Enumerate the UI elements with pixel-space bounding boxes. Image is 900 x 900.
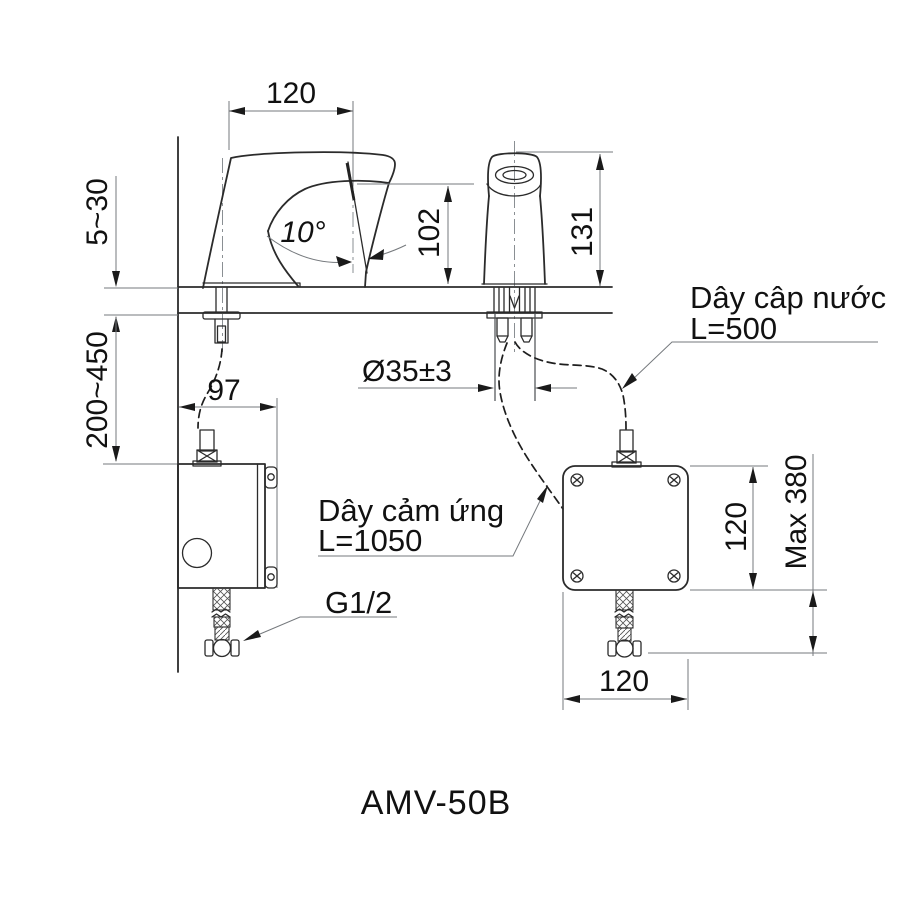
hose-nut-lobe [230,639,240,657]
dim-mount-height: 200~450 [81,318,120,462]
shank [202,287,241,344]
hose-nut [212,638,232,658]
leader-arrow [537,485,548,503]
cables [197,341,627,510]
cap-lower-arc [486,183,542,197]
cable-connector-side [192,429,222,467]
supply-hose-side [204,587,240,658]
supply-hose-front [607,589,642,658]
body-left-edge [483,195,490,285]
dim-text-faucet-height: 131 [566,207,599,257]
hole-boundary-lines [494,313,536,401]
water-supply-label-line2: L=500 [690,311,777,346]
water-supply-hose-dashed [514,341,627,430]
cap-outline [487,152,542,197]
label-sensor-cable: Dây cảm ứng L=1050 [318,485,548,558]
extension-ticks [103,287,178,465]
label-thread-size: G1/2 [243,585,397,641]
faucet-body-outline [202,151,396,289]
leader-arrow [243,630,261,641]
box-side-window [181,537,213,569]
supply-pipes [486,287,543,319]
dim-text-spout-reach: 120 [266,77,316,110]
dim-text-hole-diameter: Ø35±3 [362,355,452,388]
aerator-outer [494,165,535,185]
hose-nut-lobe [204,639,214,657]
mount-tab-top [264,466,278,489]
dim-hole-diameter: Ø35±3 [358,355,577,392]
control-box-front-view [562,429,689,658]
hose-nut-lobe [632,640,642,657]
sensor-cable-front [498,342,564,510]
aerator-inner [502,169,527,181]
dim-max-hose-drop: Max 380 [648,454,827,656]
dim-spout-angle: 10° [266,216,407,267]
mount-hole-bottom [267,573,275,581]
control-box-side-view [177,398,278,658]
dim-text-counter-thickness: 5~30 [81,178,114,246]
sensor-mark [345,162,356,201]
dim-text-box-height: 120 [720,502,753,552]
dim-text-spout-angle: 10° [280,216,325,249]
mount-tab-bottom [264,566,278,589]
mounting-studs [496,317,533,343]
cable-connector-front [611,429,642,468]
label-water-supply: Dây câp nước L=500 [622,280,886,389]
box-screws [570,473,681,583]
leader-arrow [622,373,637,389]
mount-hole-top [267,473,275,481]
dim-counter-thickness: 5~30 [81,176,120,332]
dim-spout-height: 102 [357,183,474,284]
base-plate [202,282,301,288]
thread-size-label: G1/2 [325,585,392,620]
box-side-body [177,463,266,589]
dim-box-height: 120 [690,465,827,591]
model-number: AMV-50B [361,784,512,822]
water-supply-label-line1: Dây câp nước [690,280,886,315]
spout-underside [267,179,390,232]
sensor-cable-side [197,348,223,429]
dim-text-spout-height: 102 [413,208,446,258]
dim-box-width: 120 [562,592,689,710]
hose-nut-lobe [607,640,617,657]
dim-spout-reach: 120 [228,77,353,150]
sensor-cable-label-line2: L=1050 [318,523,422,558]
dim-text-box-width: 120 [599,665,649,698]
faucet-front-view [481,141,548,401]
dim-text-max-hose-drop: Max 380 [780,454,813,569]
body-right-edge [539,195,546,285]
dim-text-mount-height: 200~450 [81,331,114,449]
dim-text-box-depth: 97 [207,374,240,407]
dim-faucet-height: 131 [516,151,613,286]
dim-box-depth: 97 [179,374,276,411]
faucet-side-view [202,101,396,352]
hose-nut [615,639,634,658]
sensor-cable-label-line1: Dây cảm ứng [318,493,504,528]
